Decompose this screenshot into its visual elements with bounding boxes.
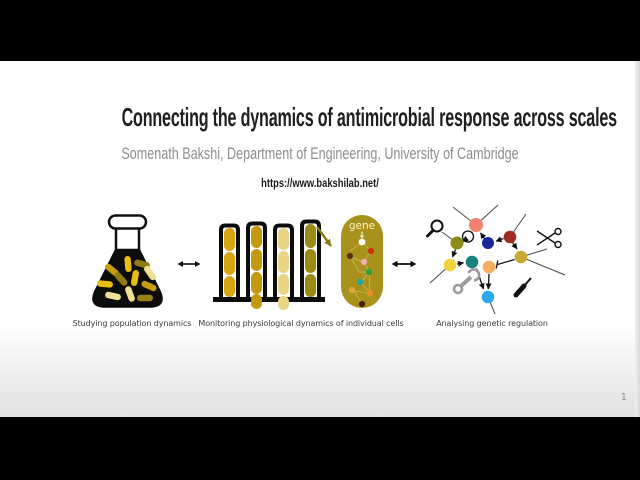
flask-icon [92, 214, 163, 308]
mother-machine-icon: gene [213, 215, 383, 310]
page-number: 1 [620, 392, 627, 403]
frame-edge-shade [635, 61, 640, 417]
cells-channel-1 [224, 228, 235, 297]
node-olive [450, 236, 464, 250]
bacteria-group [97, 256, 157, 302]
cell-network-lines [349, 241, 372, 305]
single-cell-icon: gene [341, 215, 383, 308]
zoom-arrow-icon [316, 226, 332, 247]
node-salmon [469, 218, 483, 232]
cell-exiting-1 [251, 294, 262, 309]
flow-lane [213, 297, 325, 302]
node-yellow [443, 258, 457, 272]
magnifier-icon [426, 219, 444, 238]
cells-channel-4 [305, 224, 316, 297]
scissors-icon [536, 227, 562, 249]
node-gold [514, 250, 528, 264]
left-right-arrow-icon [177, 261, 201, 267]
cells-channel-3 [278, 228, 289, 295]
node-blue [481, 290, 495, 304]
channel-walls [219, 219, 321, 299]
node-dark-red [503, 230, 517, 244]
letterbox-top [0, 0, 640, 61]
letterbox-bottom [0, 417, 640, 480]
gene-network-icon [426, 204, 566, 315]
node-teal [465, 255, 479, 269]
cells-channel-2 [251, 226, 262, 294]
slide-subtitle: Somenath Bakshi, Department of Engineeri… [121, 144, 519, 163]
node-orange [482, 260, 496, 274]
slide-title: Connecting the dynamics of antimicrobial… [121, 102, 618, 132]
caption-population-dynamics: Studying population dynamics [72, 319, 192, 328]
gene-label: gene [349, 220, 375, 232]
slide-canvas: Connecting the dynamics of antimicrobial… [0, 61, 640, 417]
caption-genetic-regulation: Analysing genetic regulation [436, 319, 548, 328]
screwdriver-icon [513, 277, 532, 298]
left-right-arrow-icon [391, 260, 417, 268]
network-arrows [451, 230, 518, 290]
node-navy [482, 237, 494, 249]
wrench-icon [452, 268, 481, 295]
slide-url: https://www.bakshilab.net/ [261, 176, 379, 190]
caption-single-cell-dynamics: Monitoring physiological dynamics of ind… [198, 319, 404, 328]
flask-lip [107, 214, 148, 230]
cell-exiting-2 [278, 296, 289, 310]
